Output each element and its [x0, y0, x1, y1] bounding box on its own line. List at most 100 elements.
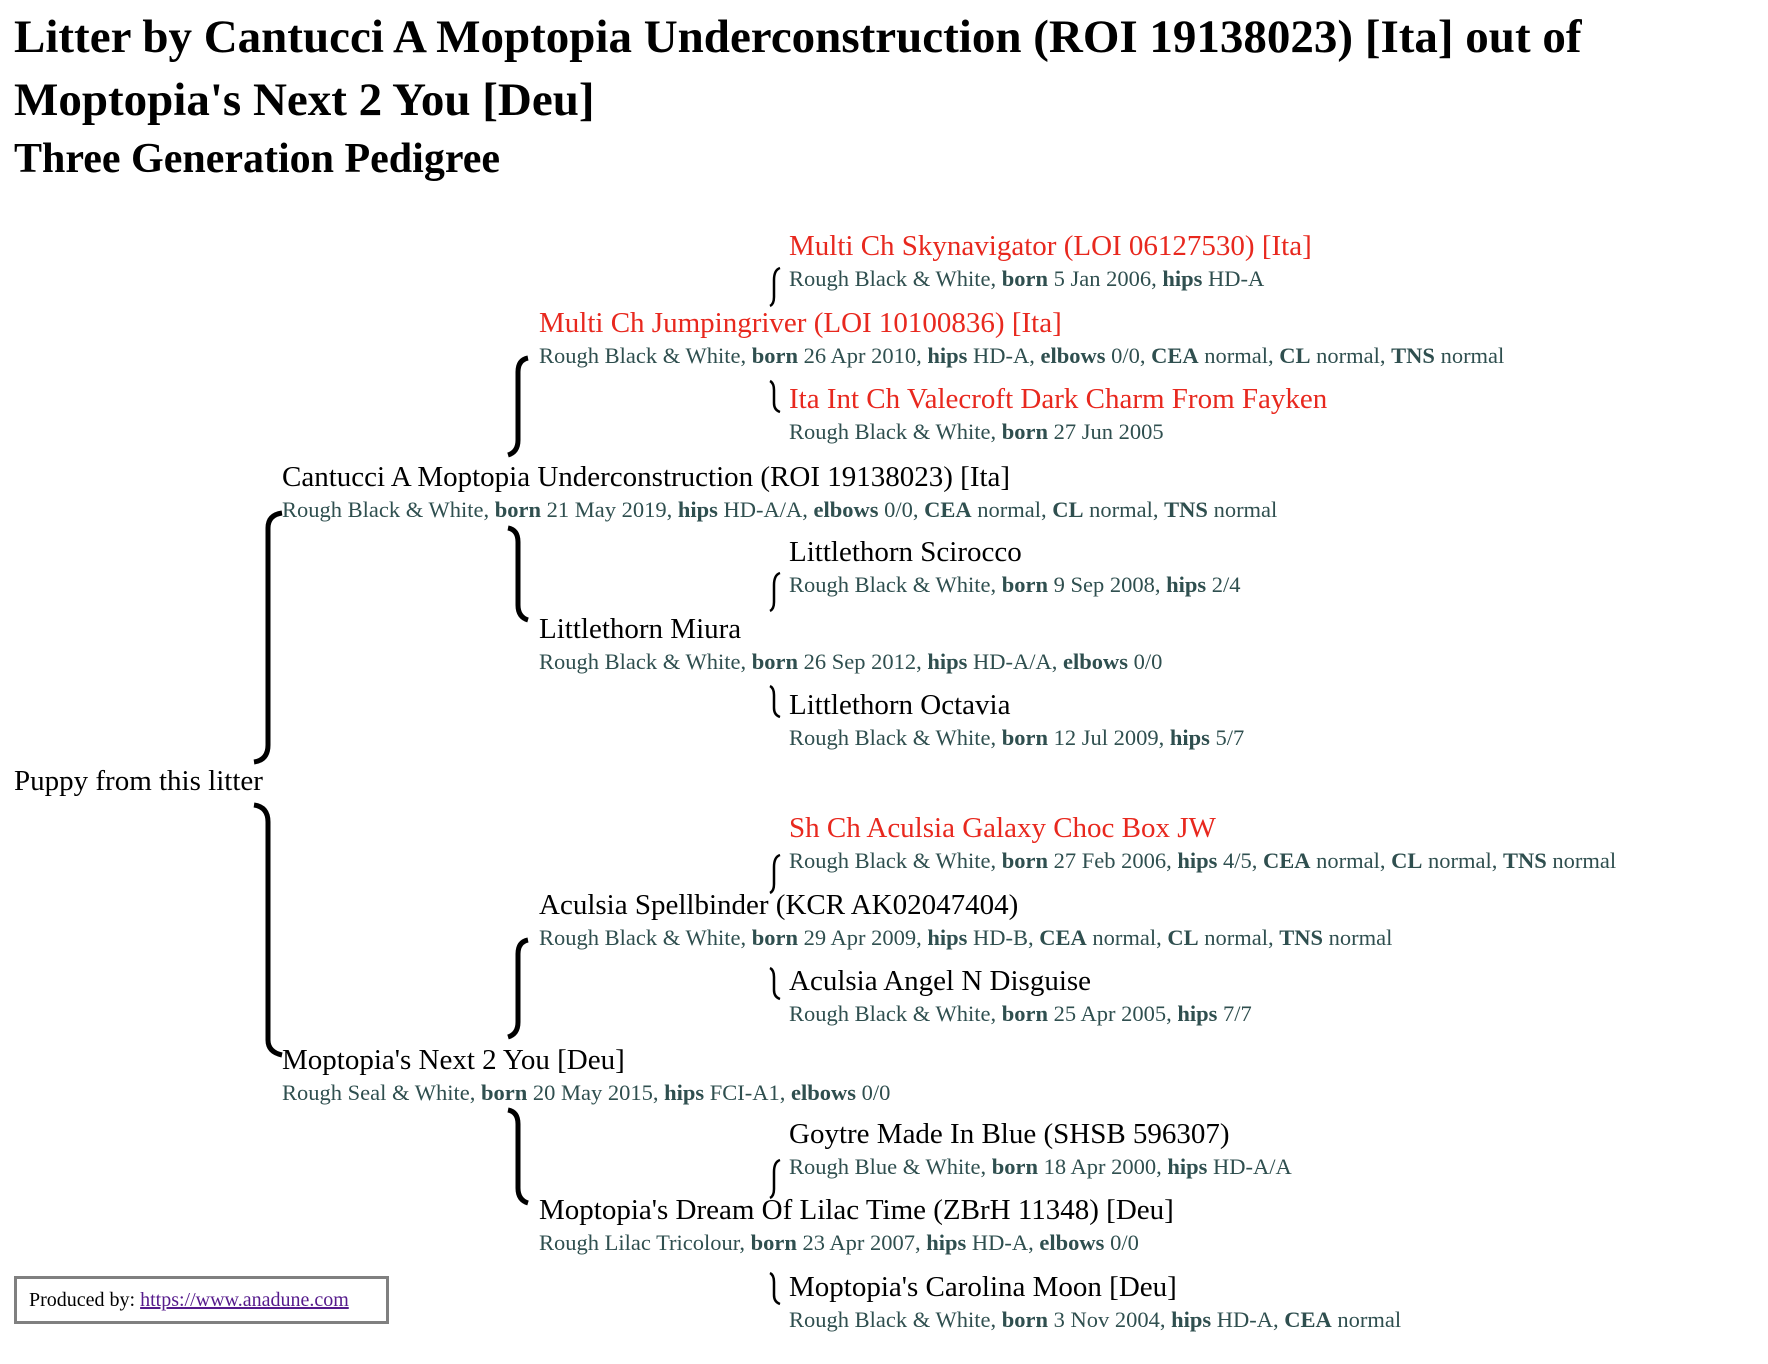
- dog-hips-value: 7/7: [1223, 1001, 1252, 1026]
- bracket-ssd: [769, 379, 781, 414]
- bracket-dam-sire: [507, 937, 529, 1040]
- dog-info: Rough Black & White, born 9 Sep 2008, hi…: [789, 572, 1241, 597]
- dog-sire-dam-sire: Littlethorn Scirocco Rough Black & White…: [789, 534, 1241, 600]
- dog-born-value: 29 Apr 2009: [803, 925, 917, 950]
- dog-born-label: born: [494, 497, 541, 522]
- dog-elbows-label: elbows: [1063, 649, 1129, 674]
- dog-coat: Rough Black & White: [789, 266, 991, 291]
- dog-coat: Rough Blue & White: [789, 1154, 981, 1179]
- dog-born-label: born: [1001, 1307, 1048, 1332]
- dog-dam-sire-sire: Sh Ch Aculsia Galaxy Choc Box JW Rough B…: [789, 810, 1616, 876]
- dog-hips-value: HD-B: [973, 925, 1028, 950]
- dog-cea-value: normal: [1204, 343, 1269, 368]
- dog-born-label: born: [1001, 725, 1048, 750]
- dog-dam-sire: Aculsia Spellbinder (KCR AK02047404) Rou…: [539, 887, 1392, 953]
- dog-born-value: 9 Sep 2008: [1053, 572, 1155, 597]
- dog-info: Rough Black & White, born 27 Jun 2005: [789, 419, 1164, 444]
- page-subtitle: Three Generation Pedigree: [14, 136, 500, 182]
- bracket-dsd: [769, 966, 781, 1001]
- producer-label: Produced by:: [29, 1289, 136, 1311]
- dog-info: Rough Black & White, born 5 Jan 2006, hi…: [789, 266, 1265, 291]
- dog-dam-dam: Moptopia's Dream Of Lilac Time (ZBrH 113…: [539, 1192, 1174, 1258]
- dog-coat: Rough Black & White: [539, 649, 741, 674]
- dog-tns-value: normal: [1328, 925, 1393, 950]
- dog-info: Rough Black & White, born 3 Nov 2004, hi…: [789, 1307, 1402, 1332]
- dog-name: Ita Int Ch Valecroft Dark Charm From Fay…: [789, 383, 1328, 415]
- dog-coat: Rough Black & White: [789, 419, 991, 444]
- dog-dam: Moptopia's Next 2 You [Deu] Rough Seal &…: [282, 1042, 890, 1108]
- dog-name: Multi Ch Jumpingriver (LOI 10100836) [It…: [539, 307, 1062, 339]
- dog-hips-value: HD-A/A: [723, 497, 803, 522]
- dog-born-value: 27 Jun 2005: [1053, 419, 1164, 444]
- dog-coat: Rough Seal & White: [282, 1080, 470, 1105]
- dog-elbows-value: 0/0: [1133, 649, 1163, 674]
- dog-hips-label: hips: [927, 343, 968, 368]
- dog-elbows-value: 0/0: [1111, 343, 1140, 368]
- dog-tns-value: normal: [1440, 343, 1505, 368]
- dog-born-label: born: [751, 925, 798, 950]
- dog-cea-value: normal: [1316, 848, 1380, 873]
- dog-cea-value: normal: [1337, 1307, 1402, 1332]
- dog-coat: Rough Black & White: [789, 572, 991, 597]
- dog-hips-label: hips: [1171, 1307, 1212, 1332]
- producer-link[interactable]: https://www.anadune.com: [140, 1289, 349, 1311]
- dog-tns-label: TNS: [1391, 343, 1435, 368]
- bracket-dam-dam: [507, 1107, 529, 1206]
- dog-name: Littlethorn Miura: [539, 613, 742, 645]
- dog-info: Rough Black & White, born 26 Apr 2010, h…: [539, 343, 1505, 368]
- dog-sire-sire-dam: Ita Int Ch Valecroft Dark Charm From Fay…: [789, 381, 1327, 447]
- dog-born-value: 25 Apr 2005: [1053, 1001, 1167, 1026]
- dog-tns-label: TNS: [1279, 925, 1324, 950]
- dog-hips-label: hips: [1177, 848, 1218, 873]
- dog-tns-label: TNS: [1164, 497, 1208, 522]
- dog-born-value: 5 Jan 2006: [1053, 266, 1152, 291]
- dog-info: Rough Blue & White, born 18 Apr 2000, hi…: [789, 1154, 1292, 1179]
- dog-coat: Rough Black & White: [789, 1001, 991, 1026]
- bracket-sdd: [769, 684, 781, 719]
- dog-elbows-value: 0/0: [884, 497, 913, 522]
- dog-born-value: 23 Apr 2007: [802, 1230, 916, 1255]
- dog-cl-value: normal: [1428, 848, 1492, 873]
- dog-dam-dam-dam: Moptopia's Carolina Moon [Deu] Rough Bla…: [789, 1269, 1401, 1335]
- dog-born-value: 18 Apr 2000: [1043, 1154, 1157, 1179]
- dog-name: Goytre Made In Blue (SHSB 596307): [789, 1118, 1230, 1150]
- bracket-ddd: [769, 1271, 781, 1306]
- dog-cea-label: CEA: [1039, 925, 1087, 950]
- dog-born-label: born: [751, 649, 798, 674]
- dog-info: Rough Black & White, born 29 Apr 2009, h…: [539, 925, 1393, 950]
- dog-hips-label: hips: [1162, 266, 1203, 291]
- dog-hips-label: hips: [1169, 725, 1210, 750]
- bracket-dss: [769, 853, 781, 895]
- dog-elbows-label: elbows: [1039, 1230, 1105, 1255]
- dog-info: Rough Black & White, born 21 May 2019, h…: [282, 497, 1278, 522]
- bracket-sire-line: [253, 510, 283, 765]
- dog-coat: Rough Black & White: [539, 925, 741, 950]
- dog-hips-label: hips: [927, 649, 968, 674]
- page-title: Litter by Cantucci A Moptopia Underconst…: [14, 11, 1582, 126]
- dog-cea-label: CEA: [1263, 848, 1311, 873]
- dog-cl-label: CL: [1052, 497, 1084, 522]
- dog-sire: Cantucci A Moptopia Underconstruction (R…: [282, 459, 1277, 525]
- dog-cl-value: normal: [1204, 925, 1268, 950]
- dog-info: Rough Black & White, born 12 Jul 2009, h…: [789, 725, 1245, 750]
- dog-hips-label: hips: [1177, 1001, 1218, 1026]
- dog-hips-value: 5/7: [1215, 725, 1245, 750]
- dog-name: Moptopia's Next 2 You [Deu]: [282, 1044, 625, 1076]
- dog-name: Aculsia Spellbinder (KCR AK02047404): [539, 889, 1019, 921]
- dog-hips-value: HD-A: [971, 1230, 1029, 1255]
- dog-name: Littlethorn Scirocco: [789, 536, 1022, 568]
- dog-hips-label: hips: [927, 925, 968, 950]
- dog-born-label: born: [1001, 848, 1048, 873]
- dog-name: Sh Ch Aculsia Galaxy Choc Box JW: [789, 812, 1216, 844]
- dog-info: Rough Black & White, born 26 Sep 2012, h…: [539, 649, 1163, 674]
- dog-coat: Rough Black & White: [539, 343, 741, 368]
- dog-cl-value: normal: [1316, 343, 1380, 368]
- bracket-sds: [769, 571, 781, 613]
- dog-born-value: 26 Apr 2010: [803, 343, 917, 368]
- dog-born-value: 27 Feb 2006: [1053, 848, 1167, 873]
- bracket-sire-dam: [507, 525, 529, 623]
- dog-tns-value: normal: [1213, 497, 1278, 522]
- dog-born-value: 20 May 2015: [532, 1080, 653, 1105]
- dog-born-label: born: [751, 343, 798, 368]
